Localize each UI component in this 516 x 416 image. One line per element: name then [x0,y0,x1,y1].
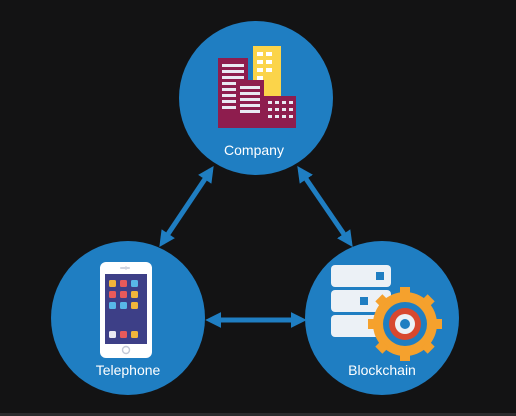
building-icon [218,46,296,128]
arrow-company-blockchain [297,166,353,247]
blockchain-label: Blockchain [348,362,416,378]
node-blockchain: Blockchain [305,241,459,395]
server-gear-icon [331,265,442,361]
company-label: Company [224,142,284,158]
telephone-label: Telephone [96,362,161,378]
bottom-edge [0,413,516,416]
node-company: Company [179,21,333,175]
node-telephone: Telephone [51,241,205,395]
phone-icon [100,262,152,358]
arrow-company-telephone [159,166,214,247]
